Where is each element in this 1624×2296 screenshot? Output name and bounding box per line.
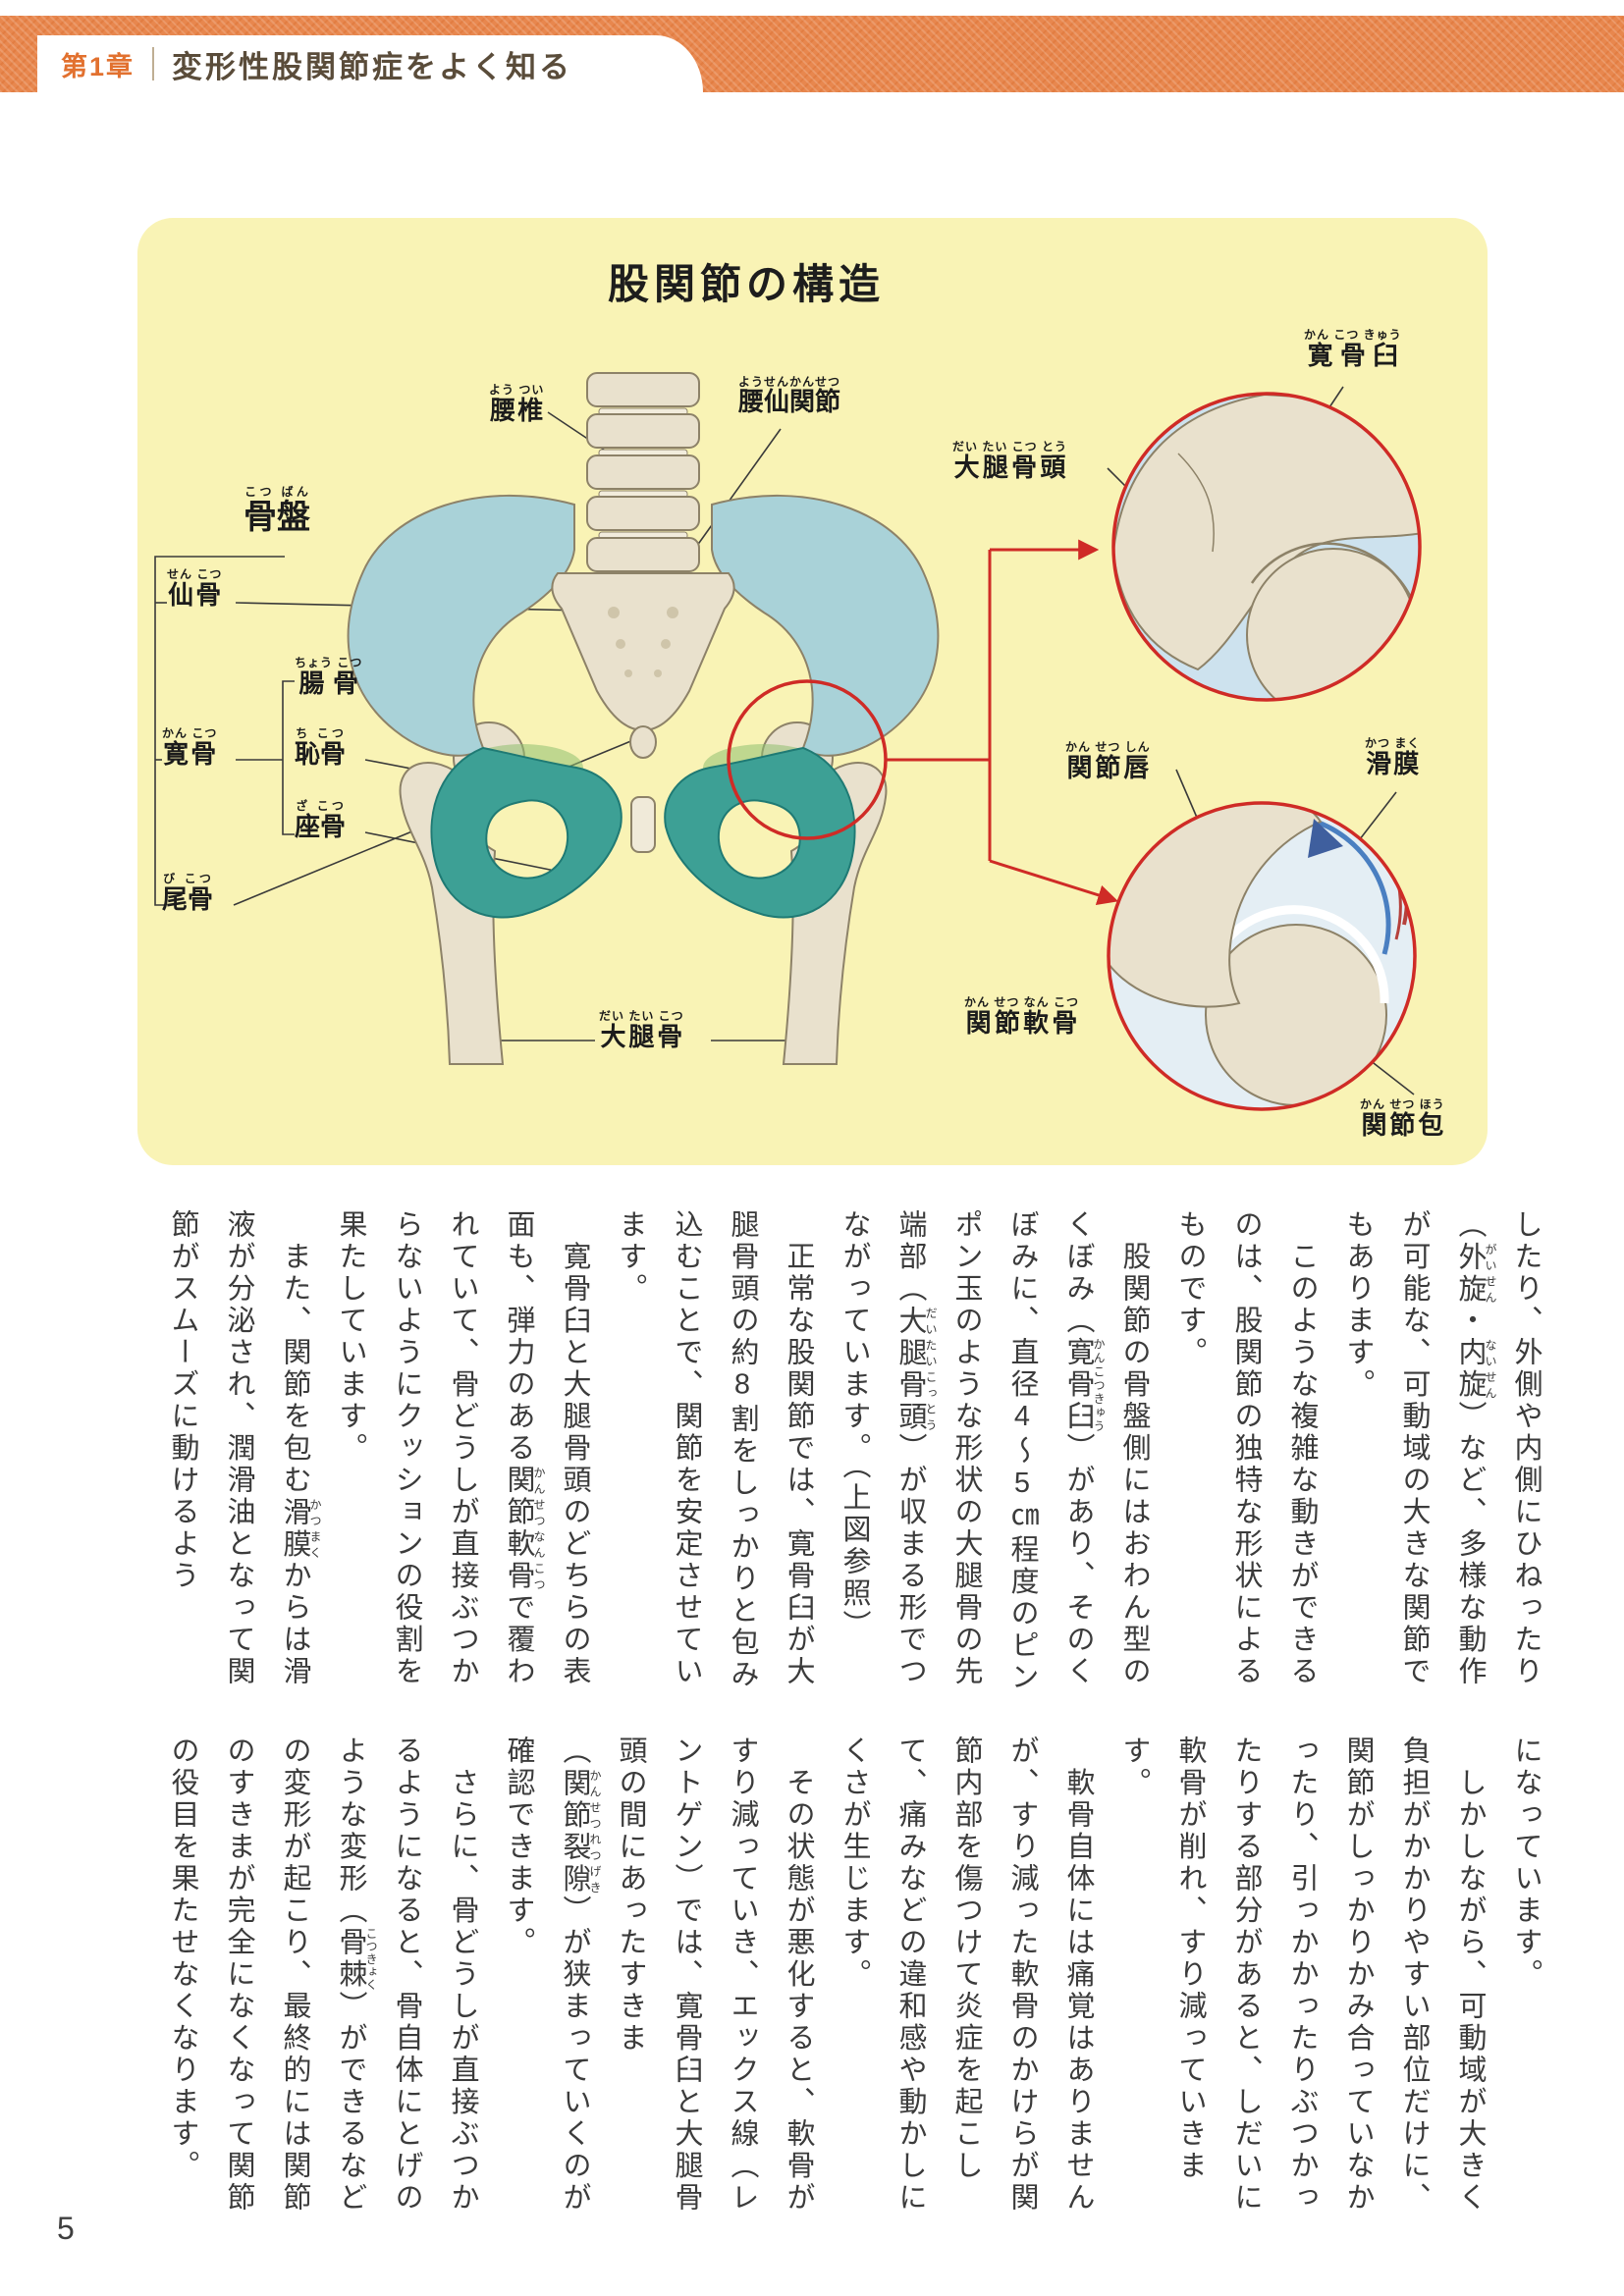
figure-label-labrum: 関節唇かん せつ しん xyxy=(1065,740,1151,782)
lumbar-spine xyxy=(586,372,700,572)
body-paragraph: 軟骨自体には痛覚はありませんが、すり減った軟骨のかけらが関節内部を傷つけて炎症を… xyxy=(839,1735,1094,2215)
figure-label-articular-cartilage: 関節軟骨かん せつ なん こつ xyxy=(964,995,1080,1038)
body-paragraph: このような複雑な動きができるのは、股関節の独特な形状によるものです。 xyxy=(1174,1209,1318,1688)
body-paragraph: になっています。 xyxy=(1510,1735,1542,1991)
chapter-divider xyxy=(152,47,155,80)
body-paragraph: 股関節の骨盤側にはおわん型のくぼみ（寛骨臼かんこつきゅう）があり、そのくぼみに、… xyxy=(839,1209,1150,1694)
figure-label-lumbar-vertebrae: 腰椎よう つい xyxy=(489,383,545,425)
figure-label-coccyx: 尾骨び こつ xyxy=(162,872,214,914)
sacral-foramina xyxy=(608,607,678,677)
figure-panel: 股関節の構造 xyxy=(137,218,1488,1165)
body-paragraph: その状態が悪化すると、軟骨がすり減っていき、エックス線（レントゲン）では、寛骨臼… xyxy=(503,1735,814,2215)
pubic-symphysis xyxy=(630,796,656,853)
figure-label-ischium: 座骨ざ こつ xyxy=(295,799,347,841)
pelvis-figure xyxy=(347,372,940,1065)
pubis-ischium-left xyxy=(430,746,623,919)
figure-label-femoral-head: 大腿骨頭だい たい こつ とう xyxy=(952,440,1068,482)
body-text-block-2: になっています。 しかしながら、可動域が大きく負担がかかりやすい部位だけに、関節… xyxy=(79,1735,1553,2220)
page-number: 5 xyxy=(57,2211,75,2246)
inset-acetabulum xyxy=(1111,392,1422,702)
figure-title: 股関節の構造 xyxy=(607,261,885,307)
iliac-wing-right xyxy=(711,494,940,757)
chapter-number: 第1章 xyxy=(61,51,135,81)
hip-anatomy-illustration xyxy=(154,372,1422,1111)
figure-label-synovium: 滑膜かつ まく xyxy=(1365,736,1421,778)
pubis-ischium-right xyxy=(664,746,856,919)
figure-label-joint-capsule: 関節包かん せつ ほう xyxy=(1360,1097,1445,1140)
iliac-wing-left xyxy=(347,494,575,757)
chapter-title: 変形性股関節症をよく知る xyxy=(172,49,573,84)
figure-label-ilium: 腸骨ちょう こつ xyxy=(295,656,363,698)
body-paragraph: したり、外側や内側にひねったり（外旋がいせん・内旋ないせん）など、多様な動作が可… xyxy=(1342,1209,1542,1688)
figure-label-hip-bone: 寛骨かん こつ xyxy=(162,726,218,769)
figure-label-pelvis: 骨盤こつ ばん xyxy=(244,485,310,536)
coccyx xyxy=(629,725,657,759)
figure-label-sacrum: 仙骨せん こつ xyxy=(167,567,223,610)
sacrum xyxy=(551,572,735,732)
figure-label-lumbosacral-joint: 腰仙関節ようせんかんせつ xyxy=(738,375,841,416)
chapter-tab: 第1章 変形性股関節症をよく知る xyxy=(37,35,703,92)
body-paragraph: さらに、骨どうしが直接ぶつかるようになると、骨自体にとげのような変形（骨棘こつき… xyxy=(167,1735,478,2215)
zoom-arrows xyxy=(886,539,1119,905)
figure-label-pubis: 恥骨ち こつ xyxy=(295,726,347,769)
body-paragraph: しかしながら、可動域が大きく負担がかかりやすい部位だけに、関節がしっかりかみ合っ… xyxy=(1118,1735,1486,2215)
body-text-block-1: したり、外側や内側にひねったり（外旋がいせん・内旋ないせん）など、多様な動作が可… xyxy=(79,1209,1553,1694)
body-paragraph: 寛骨臼と大腿骨頭のどちらの表面も、弾力のある関節軟骨かんせつなんこつで覆われてい… xyxy=(335,1209,590,1688)
body-paragraph: 正常な股関節では、寛骨臼が大腿骨頭の約8割をしっかりと包み込むことで、関節を安定… xyxy=(615,1209,814,1691)
figure-label-acetabulum: 寛骨臼かん こつ きゅう xyxy=(1304,328,1402,370)
figure-label-femur: 大腿骨だい たい こつ xyxy=(599,1009,684,1051)
body-paragraph: また、関節を包む滑膜かつまくからは滑液が分泌され、潤滑油となって関節がスムーズに… xyxy=(167,1209,322,1688)
inset-joint-section xyxy=(1107,801,1417,1111)
